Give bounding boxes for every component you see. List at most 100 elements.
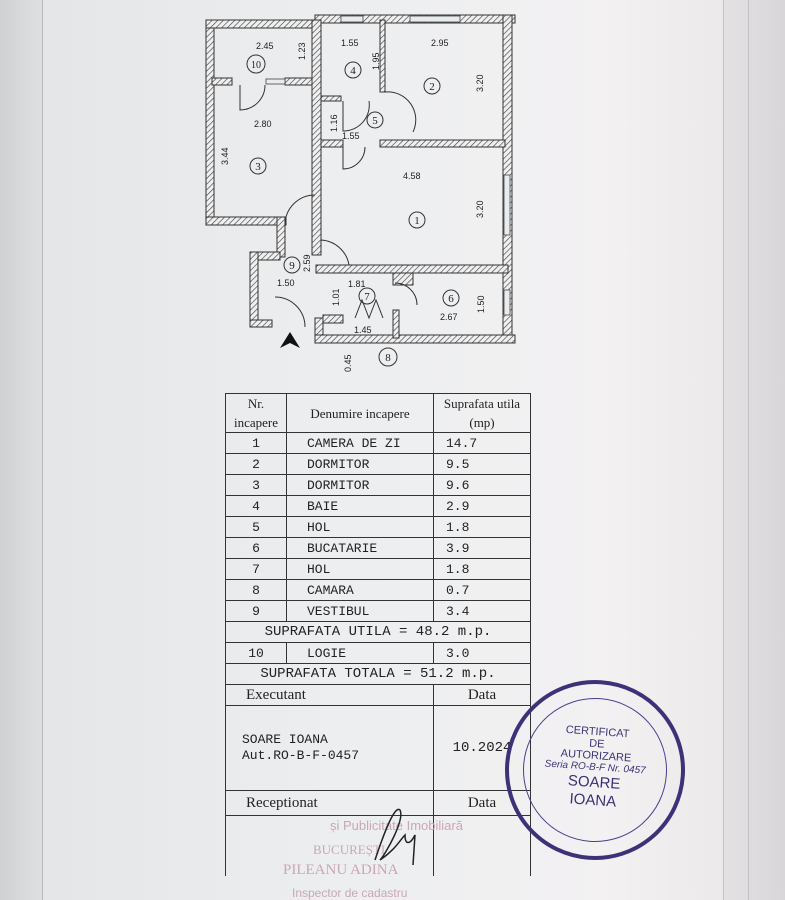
cell-name: HOL [286, 558, 434, 580]
room-4: 4 [344, 61, 362, 79]
dim-label: 3.20 [475, 200, 485, 218]
cell-area: 14.7 [433, 432, 531, 454]
useful-total: SUPRAFATA UTILA = 48.2 m.p. [225, 621, 531, 643]
pink-stamp-line1: și Publicitate Imobiliară [330, 818, 463, 833]
room-2: 2 [423, 77, 441, 95]
cell-name: BAIE [286, 495, 434, 517]
cell-nr: 5 [225, 516, 287, 538]
svg-text:8: 8 [385, 352, 391, 364]
dim-label: 1.50 [277, 278, 295, 288]
header-area: Suprafata utila (mp) [433, 393, 531, 433]
cell-area: 3.0 [433, 642, 531, 664]
svg-text:6: 6 [448, 293, 454, 305]
dim-label: 4.58 [403, 171, 421, 181]
cell-area: 2.9 [433, 495, 531, 517]
room-9: 9 [283, 256, 301, 274]
dim-label: 1.50 [476, 295, 486, 313]
dim-label: 3.44 [220, 147, 230, 165]
cell-nr: 7 [225, 558, 287, 580]
cell-area: 9.5 [433, 453, 531, 475]
cell-name: DORMITOR [286, 453, 434, 475]
dim-label: 1.55 [341, 38, 359, 48]
dimension-labels: 2.45 1.23 1.55 1.95 2.95 3.20 2.80 3.44 … [220, 38, 486, 372]
doors [239, 84, 418, 328]
svg-text:4: 4 [350, 65, 356, 77]
cell-area: 3.4 [433, 600, 531, 622]
windows [265, 15, 511, 316]
cell-nr: 3 [225, 474, 287, 496]
cell-nr: 9 [225, 600, 287, 622]
executant-info: SOARE IOANA Aut.RO-B-F-0457 [225, 705, 434, 791]
dim-label: 2.80 [254, 119, 272, 129]
header-name: Denumire incapere [286, 393, 434, 433]
dim-label: 1.01 [331, 288, 341, 306]
room-1: 1 [408, 211, 426, 229]
room-3: 3 [249, 157, 267, 175]
cell-name: VESTIBUL [286, 600, 434, 622]
cell-name: HOL [286, 516, 434, 538]
executant-label: Executant [225, 684, 434, 706]
floor-plan: 2.45 1.23 1.55 1.95 2.95 3.20 2.80 3.44 … [205, 14, 516, 372]
room-numbers: 1 2 3 4 5 6 7 8 9 10 [246, 54, 460, 367]
cell-nr: 10 [225, 642, 287, 664]
room-10: 10 [246, 54, 266, 74]
dim-label: 1.95 [371, 52, 381, 70]
room-8: 8 [378, 347, 398, 367]
dim-label: 1.23 [297, 42, 307, 60]
receptionat-label: Receptionat [225, 790, 434, 816]
cell-area: 1.8 [433, 558, 531, 580]
pink-stamp-line3: PILEANU ADINA [283, 862, 399, 878]
cell-name: LOGIE [286, 642, 434, 664]
dim-label: 3.20 [475, 74, 485, 92]
cell-nr: 6 [225, 537, 287, 559]
pink-stamp-line4: Inspector de cadastru [292, 886, 408, 900]
svg-text:1: 1 [414, 215, 420, 227]
header-nr: Nr. incapere [225, 393, 287, 433]
cell-name: CAMERA DE ZI [286, 432, 434, 454]
room-5: 5 [366, 111, 384, 129]
room-7: 7 [358, 287, 376, 305]
executant-name: SOARE IOANA [242, 732, 328, 747]
dim-label: 2.59 [302, 254, 312, 272]
svg-text:10: 10 [251, 60, 261, 71]
svg-text:2: 2 [429, 81, 435, 93]
dim-label: 2.67 [440, 312, 458, 322]
cell-nr: 4 [225, 495, 287, 517]
dim-label: 1.45 [354, 325, 372, 335]
svg-text:9: 9 [289, 260, 295, 272]
cell-nr: 8 [225, 579, 287, 601]
dim-label: 1.55 [342, 131, 360, 141]
cell-nr: 1 [225, 432, 287, 454]
data-label: Data [433, 684, 531, 706]
grand-total: SUPRAFATA TOTALA = 51.2 m.p. [225, 663, 531, 685]
table-row: 10 LOGIE 3.0 [225, 642, 531, 664]
cell-area: 1.8 [433, 516, 531, 538]
room-6: 6 [442, 289, 460, 307]
rooms-table: Nr. incapere Denumire incapere Suprafata… [225, 393, 531, 876]
svg-text:5: 5 [372, 115, 378, 127]
dim-label: 1.81 [348, 279, 366, 289]
data-label-2: Data [433, 790, 531, 816]
dim-label: 1.16 [329, 114, 339, 132]
cell-name: BUCATARIE [286, 537, 434, 559]
dim-label: 0.45 [343, 354, 353, 372]
executant-auth: Aut.RO-B-F-0457 [242, 748, 360, 763]
executant-date: 10.2024 [433, 705, 531, 791]
svg-text:7: 7 [364, 291, 370, 303]
cell-nr: 2 [225, 453, 287, 475]
cell-area: 0.7 [433, 579, 531, 601]
page-edge [748, 0, 749, 900]
cell-name: DORMITOR [286, 474, 434, 496]
cell-name: CAMARA [286, 579, 434, 601]
north-arrow-icon [280, 332, 300, 348]
dim-label: 2.45 [256, 41, 274, 51]
